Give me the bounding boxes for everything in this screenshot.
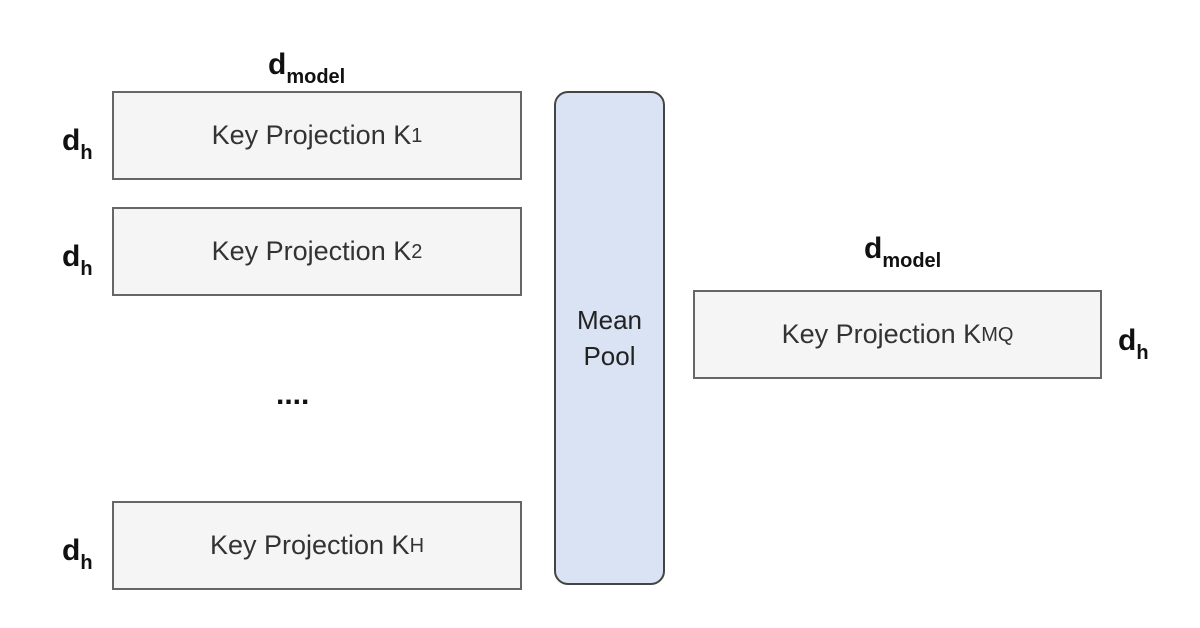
dh-label-k2-sub: h — [80, 258, 93, 280]
dmodel-label-left-sub: model — [286, 66, 346, 88]
mean-pool-line2: Pool — [583, 341, 636, 371]
dmodel-label-left: dmodel — [268, 48, 345, 87]
dh-label-kmq: dh — [1118, 324, 1149, 363]
dh-label-kmq-sub: h — [1136, 342, 1149, 364]
dh-label-k2-main: d — [62, 240, 81, 273]
dmodel-label-right-sub: model — [882, 250, 942, 272]
key-projection-k1-text: Key Projection K — [211, 120, 412, 150]
dh-label-k1-sub: h — [80, 142, 93, 164]
mean-pool-line1: Mean — [576, 305, 643, 335]
dh-label-kh-sub: h — [80, 552, 93, 574]
dh-label-k1: dh — [62, 124, 93, 163]
dh-label-kh-main: d — [62, 534, 81, 567]
key-projection-k2-text: Key Projection K — [211, 236, 412, 266]
ellipsis: .... — [276, 378, 310, 411]
dh-label-kmq-main: d — [1118, 324, 1137, 357]
dmodel-label-left-main: d — [268, 48, 287, 81]
key-projection-kmq-text: Key Projection K — [781, 319, 982, 349]
dh-label-kh: dh — [62, 534, 93, 573]
dh-label-k1-main: d — [62, 124, 81, 157]
dmodel-label-right-main: d — [864, 232, 883, 265]
dh-label-k2: dh — [62, 240, 93, 279]
key-projection-kh-text: Key Projection K — [209, 530, 410, 560]
dmodel-label-right: dmodel — [864, 232, 941, 271]
mean-pool-box: Mean Pool — [554, 91, 665, 585]
